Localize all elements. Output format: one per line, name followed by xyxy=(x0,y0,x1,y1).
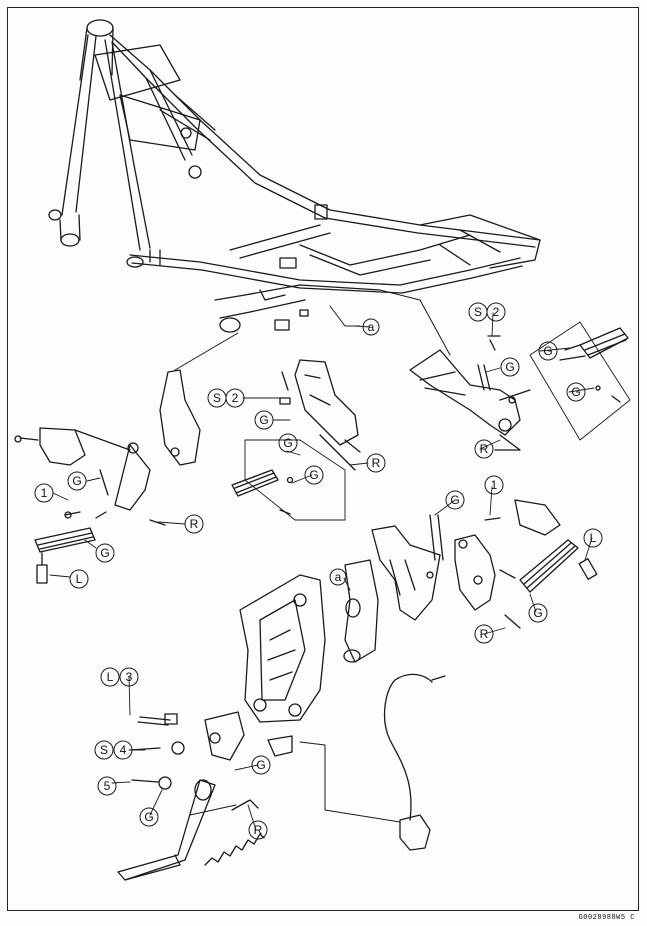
callout-5-stand: 5 xyxy=(97,776,117,796)
callout-G-right-front-2: G xyxy=(528,603,548,623)
callout-S-stand: S xyxy=(94,740,114,760)
svg-text:G: G xyxy=(283,436,292,450)
right-front-footpeg xyxy=(519,539,598,593)
shift-guard-bracket xyxy=(371,525,441,621)
rear-left-footpeg-bracket xyxy=(279,359,361,471)
callout-G-right-2: G xyxy=(538,341,558,361)
svg-text:G: G xyxy=(259,413,268,427)
svg-text:1: 1 xyxy=(41,486,48,500)
svg-text:G: G xyxy=(543,344,552,358)
left-front-footpeg-bracket xyxy=(14,369,201,526)
callout-G-left-2: G xyxy=(95,543,115,563)
callout-3-stand: 3 xyxy=(119,667,139,687)
svg-text:a: a xyxy=(335,570,342,584)
callout-G-right-1: G xyxy=(500,357,520,377)
svg-text:L: L xyxy=(76,572,83,586)
svg-text:G: G xyxy=(144,810,153,824)
callout-G-center-1: G xyxy=(254,410,274,430)
callout-4-stand: 4 xyxy=(113,740,133,760)
svg-text:S: S xyxy=(213,391,221,405)
svg-text:5: 5 xyxy=(104,779,111,793)
main-frame xyxy=(48,19,541,333)
callout-S-right: S xyxy=(468,302,488,322)
rear-right-footpeg-bracket xyxy=(409,335,531,451)
svg-text:G: G xyxy=(505,360,514,374)
svg-text:4: 4 xyxy=(120,743,127,757)
svg-text:R: R xyxy=(480,442,489,456)
svg-text:G: G xyxy=(571,385,580,399)
svg-text:L: L xyxy=(107,670,114,684)
svg-text:R: R xyxy=(480,627,489,641)
svg-text:2: 2 xyxy=(493,305,500,319)
callout-G-stand-1: G xyxy=(139,807,159,827)
callout-L-left: L xyxy=(69,569,89,589)
callout-G-right-front-1: G xyxy=(445,490,465,510)
callout-G-right-3: G xyxy=(566,382,586,402)
svg-text:G: G xyxy=(100,546,109,560)
svg-text:2: 2 xyxy=(232,391,239,405)
callout-2-center: 2 xyxy=(225,388,245,408)
drawing-code: G0028988W5 C xyxy=(578,914,635,922)
callout-G-stand-2: G xyxy=(251,755,271,775)
callout-2-right: 2 xyxy=(486,302,506,322)
svg-text:G: G xyxy=(309,468,318,482)
callout-1-left: 1 xyxy=(34,483,54,503)
svg-text:R: R xyxy=(254,823,263,837)
callout-S-center: S xyxy=(207,388,227,408)
engine-mount-plate xyxy=(239,574,326,723)
leader-lines xyxy=(49,312,595,831)
callout-R-center: R xyxy=(366,453,386,473)
side-stand-switch xyxy=(299,673,446,851)
svg-text:a: a xyxy=(368,320,375,334)
svg-text:R: R xyxy=(372,456,381,470)
svg-text:S: S xyxy=(100,743,108,757)
callout-a-top: a xyxy=(362,318,380,336)
svg-text:R: R xyxy=(190,517,199,531)
callout-R-right: R xyxy=(474,439,494,459)
svg-text:G: G xyxy=(256,758,265,772)
callout-G-center-2: G xyxy=(278,433,298,453)
rear-right-footpeg xyxy=(559,327,629,403)
side-stand xyxy=(117,711,293,881)
diagram-frame xyxy=(7,7,639,911)
svg-text:G: G xyxy=(450,493,459,507)
mount-bracket-small xyxy=(343,559,379,663)
callout-G-center-3: G xyxy=(304,465,324,485)
svg-text:1: 1 xyxy=(491,478,498,492)
callout-R-left: R xyxy=(184,514,204,534)
callout-a-lower: a xyxy=(329,568,347,586)
callout-1-right: 1 xyxy=(484,475,504,495)
svg-text:G: G xyxy=(533,606,542,620)
callout-G-left-1: G xyxy=(67,471,87,491)
svg-text:3: 3 xyxy=(126,670,133,684)
callout-L-stand: L xyxy=(100,667,120,687)
svg-text:S: S xyxy=(474,305,482,319)
left-front-footpeg xyxy=(34,527,96,584)
svg-text:G: G xyxy=(72,474,81,488)
side-stand-spring xyxy=(189,799,265,866)
callout-L-right: L xyxy=(583,528,603,548)
callout-R-stand: R xyxy=(248,820,268,840)
right-front-footpeg-bracket xyxy=(429,499,561,629)
left-rear-footpeg xyxy=(231,469,294,515)
callout-R-right-front: R xyxy=(474,624,494,644)
svg-text:L: L xyxy=(590,531,597,545)
